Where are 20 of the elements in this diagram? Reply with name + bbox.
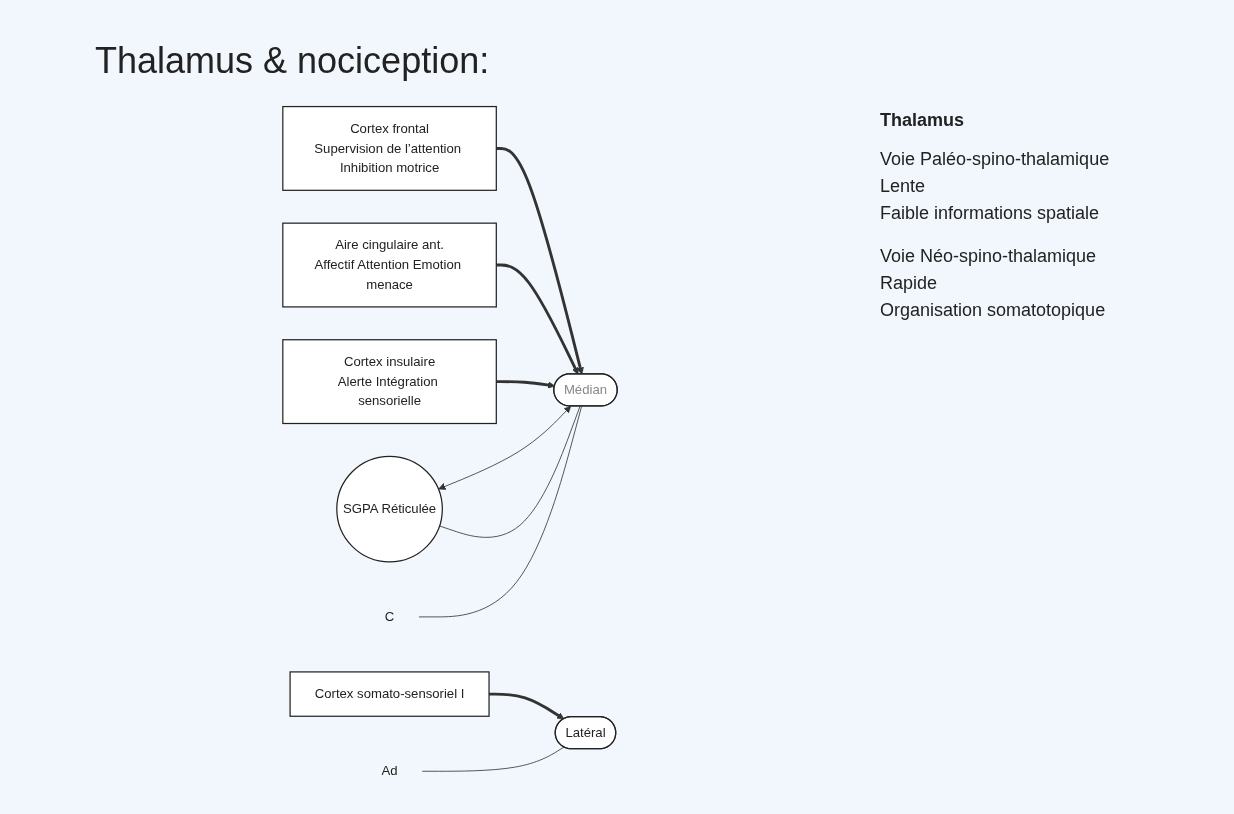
node-box: Aire cingulaire ant. Affectif Attention Emotion menace xyxy=(282,222,497,308)
pathway-note: Rapide xyxy=(880,273,939,294)
pathway-note: Voie Paléo-spino-thalamique xyxy=(880,149,1111,170)
pathway-note: Organisation somatotopique xyxy=(880,300,1107,321)
pathway-note: Voie Néo-spino-thalamique xyxy=(880,246,1098,267)
pathway-note: Lente xyxy=(880,176,927,197)
node-box: Cortex insulaire Alerte Intégration sensorielle xyxy=(282,339,497,425)
title: Thalamus & nociception: xyxy=(95,40,490,82)
node-text: Ad xyxy=(381,763,398,778)
arrow xyxy=(496,147,584,375)
pathway-note: Faible informations spatiale xyxy=(880,203,1101,224)
arrow xyxy=(489,692,565,720)
arrow xyxy=(496,263,579,375)
connector xyxy=(421,746,565,772)
node-box: Cortex frontal Supervision de l’attention Inhibition motrice xyxy=(282,105,497,191)
group-heading: Thalamus xyxy=(880,110,966,131)
node-box: Cortex somato-sensoriel I xyxy=(289,671,490,717)
arrow xyxy=(496,380,556,389)
node-circle: SGPA Réticulée xyxy=(336,455,443,563)
node-text: C xyxy=(384,609,395,624)
